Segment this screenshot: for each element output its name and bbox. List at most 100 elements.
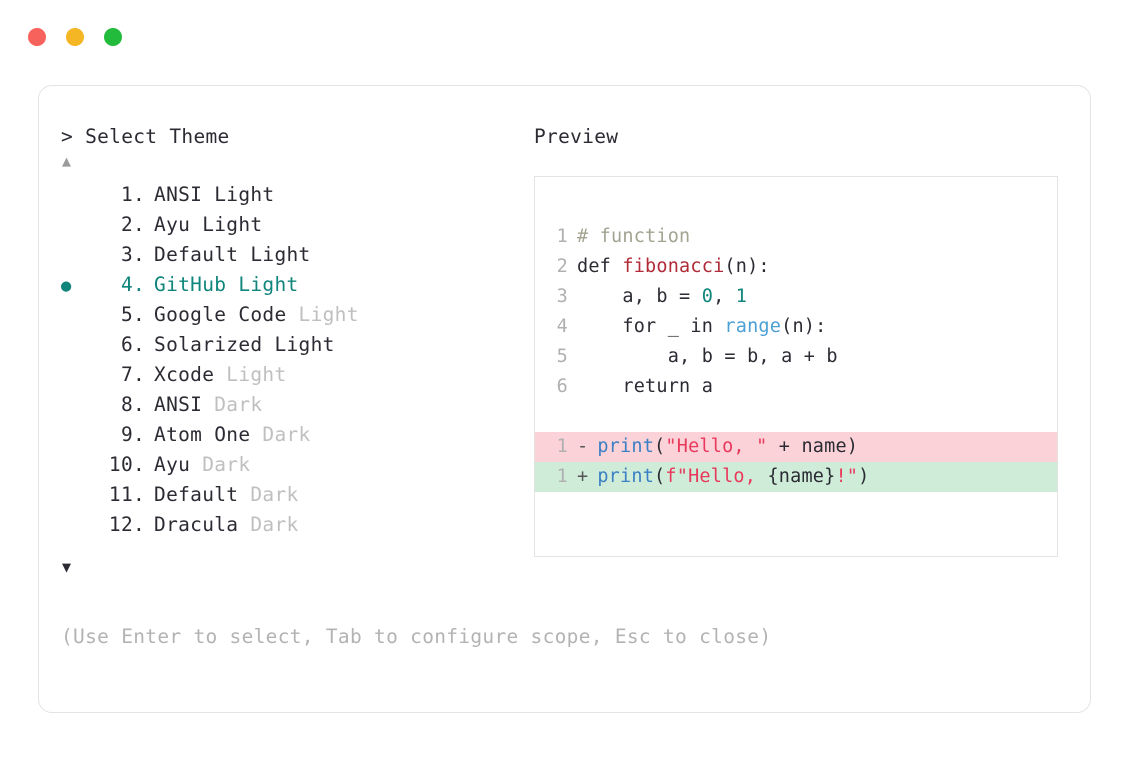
code-token-plain: a, b = b, a + b	[577, 346, 838, 367]
diff-line-content: print("Hello, " + name)	[597, 432, 858, 462]
code-line-number: 1	[556, 226, 568, 247]
code-token-builtin: range	[724, 316, 782, 337]
theme-item-number-dot: .	[133, 183, 146, 206]
code-line: 5 a, b = b, a + b	[535, 342, 1057, 372]
code-token-fn: fibonacci	[622, 256, 725, 277]
theme-list-item[interactable]: 2.Ayu Light	[61, 210, 531, 240]
theme-list-item[interactable]: 6.Solarized Light	[61, 330, 531, 360]
code-token-plain: (n):	[781, 316, 827, 337]
theme-list-item[interactable]: 3.Default Light	[61, 240, 531, 270]
theme-item-variant: Dark	[250, 513, 299, 536]
theme-item-number: 5	[120, 303, 133, 326]
theme-item-number-dot: .	[133, 423, 146, 446]
code-token-plain: for _ in	[577, 316, 725, 337]
code-line-content: def fibonacci(n):	[577, 252, 770, 282]
theme-item-number-dot: .	[133, 243, 146, 266]
theme-item-variant: Light	[250, 243, 311, 266]
theme-item-variant: Light	[202, 213, 263, 236]
code-line-number: 5	[556, 346, 568, 367]
keyboard-hint-text: (Use Enter to select, Tab to configure s…	[61, 625, 772, 648]
theme-item-name: Google Code	[154, 303, 299, 326]
theme-list-item[interactable]: 5.Google Code Light	[61, 300, 531, 330]
theme-item-variant: Light	[274, 333, 335, 356]
theme-item-number-dot: .	[133, 393, 146, 416]
theme-list-item[interactable]: 8.ANSI Dark	[61, 390, 531, 420]
theme-item-number: 6	[120, 333, 133, 356]
theme-item-number-dot: .	[133, 213, 146, 236]
theme-list-item[interactable]: 9.Atom One Dark	[61, 420, 531, 450]
theme-item-variant: Dark	[202, 453, 251, 476]
diff-block: 1-print("Hello, " + name)1+print(f"Hello…	[535, 432, 1057, 492]
theme-list-item[interactable]: 7.Xcode Light	[61, 360, 531, 390]
theme-item-name: GitHub	[154, 273, 239, 296]
theme-list-item[interactable]: 1.ANSI Light	[61, 180, 531, 210]
theme-list-item[interactable]: 11.Default Dark	[61, 480, 531, 510]
theme-item-variant: Dark	[262, 423, 311, 446]
code-token-str: !"	[835, 466, 859, 487]
diff-marker-icon: +	[577, 466, 589, 487]
prompt-header: > Select Theme	[61, 124, 531, 150]
theme-item-name: Default	[154, 483, 251, 506]
code-token-plain: + name)	[767, 436, 859, 457]
minimize-window-button[interactable]	[66, 28, 84, 46]
theme-item-number-dot: .	[133, 453, 146, 476]
code-line-content: a, b = 0, 1	[577, 282, 747, 312]
theme-item-number: 7	[120, 363, 133, 386]
theme-list-item[interactable]: 10. Ayu Dark	[61, 450, 531, 480]
code-token-str: "Hello, "	[665, 436, 768, 457]
code-line: 6 return a	[535, 372, 1057, 402]
code-line-number: 6	[556, 376, 568, 397]
selected-bullet-icon: ●	[61, 276, 72, 296]
scroll-down-icon[interactable]: ▼	[62, 558, 72, 576]
diff-line-plus: 1+print(f"Hello, {name}!")	[535, 462, 1057, 492]
code-line-content: for _ in range(n):	[577, 312, 826, 342]
code-line-number: 3	[556, 286, 568, 307]
theme-item-variant: Light	[226, 363, 287, 386]
theme-item-variant: Light	[238, 273, 299, 296]
code-token-plain: (	[654, 466, 666, 487]
code-line: 4 for _ in range(n):	[535, 312, 1057, 342]
code-spacer	[535, 402, 1057, 432]
theme-item-name: ANSI	[154, 183, 215, 206]
maximize-window-button[interactable]	[104, 28, 122, 46]
code-token-plain: {name}	[767, 466, 836, 487]
code-token-plain: (n):	[724, 256, 770, 277]
code-line-content: # function	[577, 222, 690, 252]
theme-item-number: 2	[120, 213, 133, 236]
code-token-str: f"Hello,	[665, 466, 768, 487]
theme-item-name: Ayu	[154, 453, 203, 476]
theme-item-name: ANSI	[154, 393, 215, 416]
theme-item-number-dot: .	[133, 363, 146, 386]
code-token-kw: def	[577, 256, 623, 277]
diff-line-number: 1	[556, 466, 568, 487]
theme-item-number: 10	[108, 453, 133, 476]
close-window-button[interactable]	[28, 28, 46, 46]
code-token-num: 1	[735, 286, 748, 307]
code-token-plain: )	[858, 466, 870, 487]
theme-item-number-dot: .	[133, 303, 146, 326]
theme-item-name: Dracula	[154, 513, 251, 536]
theme-item-number: 3	[120, 243, 133, 266]
theme-item-variant: Light	[214, 183, 275, 206]
theme-list-item[interactable]: ●4.GitHub Light	[61, 270, 531, 300]
theme-item-number-dot: .	[133, 513, 146, 536]
code-token-num: 0	[701, 286, 714, 307]
code-token-plain: ,	[713, 286, 736, 307]
code-token-print: print	[597, 436, 655, 457]
code-token-comment: # function	[577, 226, 691, 247]
diff-marker-icon: -	[577, 436, 589, 457]
code-line: 1 # function	[535, 222, 1057, 252]
theme-list-item[interactable]: 12.Dracula Dark	[61, 510, 531, 540]
preview-label: Preview	[534, 125, 619, 148]
scroll-up-icon[interactable]: ▲	[62, 152, 72, 170]
theme-item-number-dot: .	[133, 483, 146, 506]
code-line: 3 a, b = 0, 1	[535, 282, 1057, 312]
theme-item-name: Atom One	[154, 423, 263, 446]
